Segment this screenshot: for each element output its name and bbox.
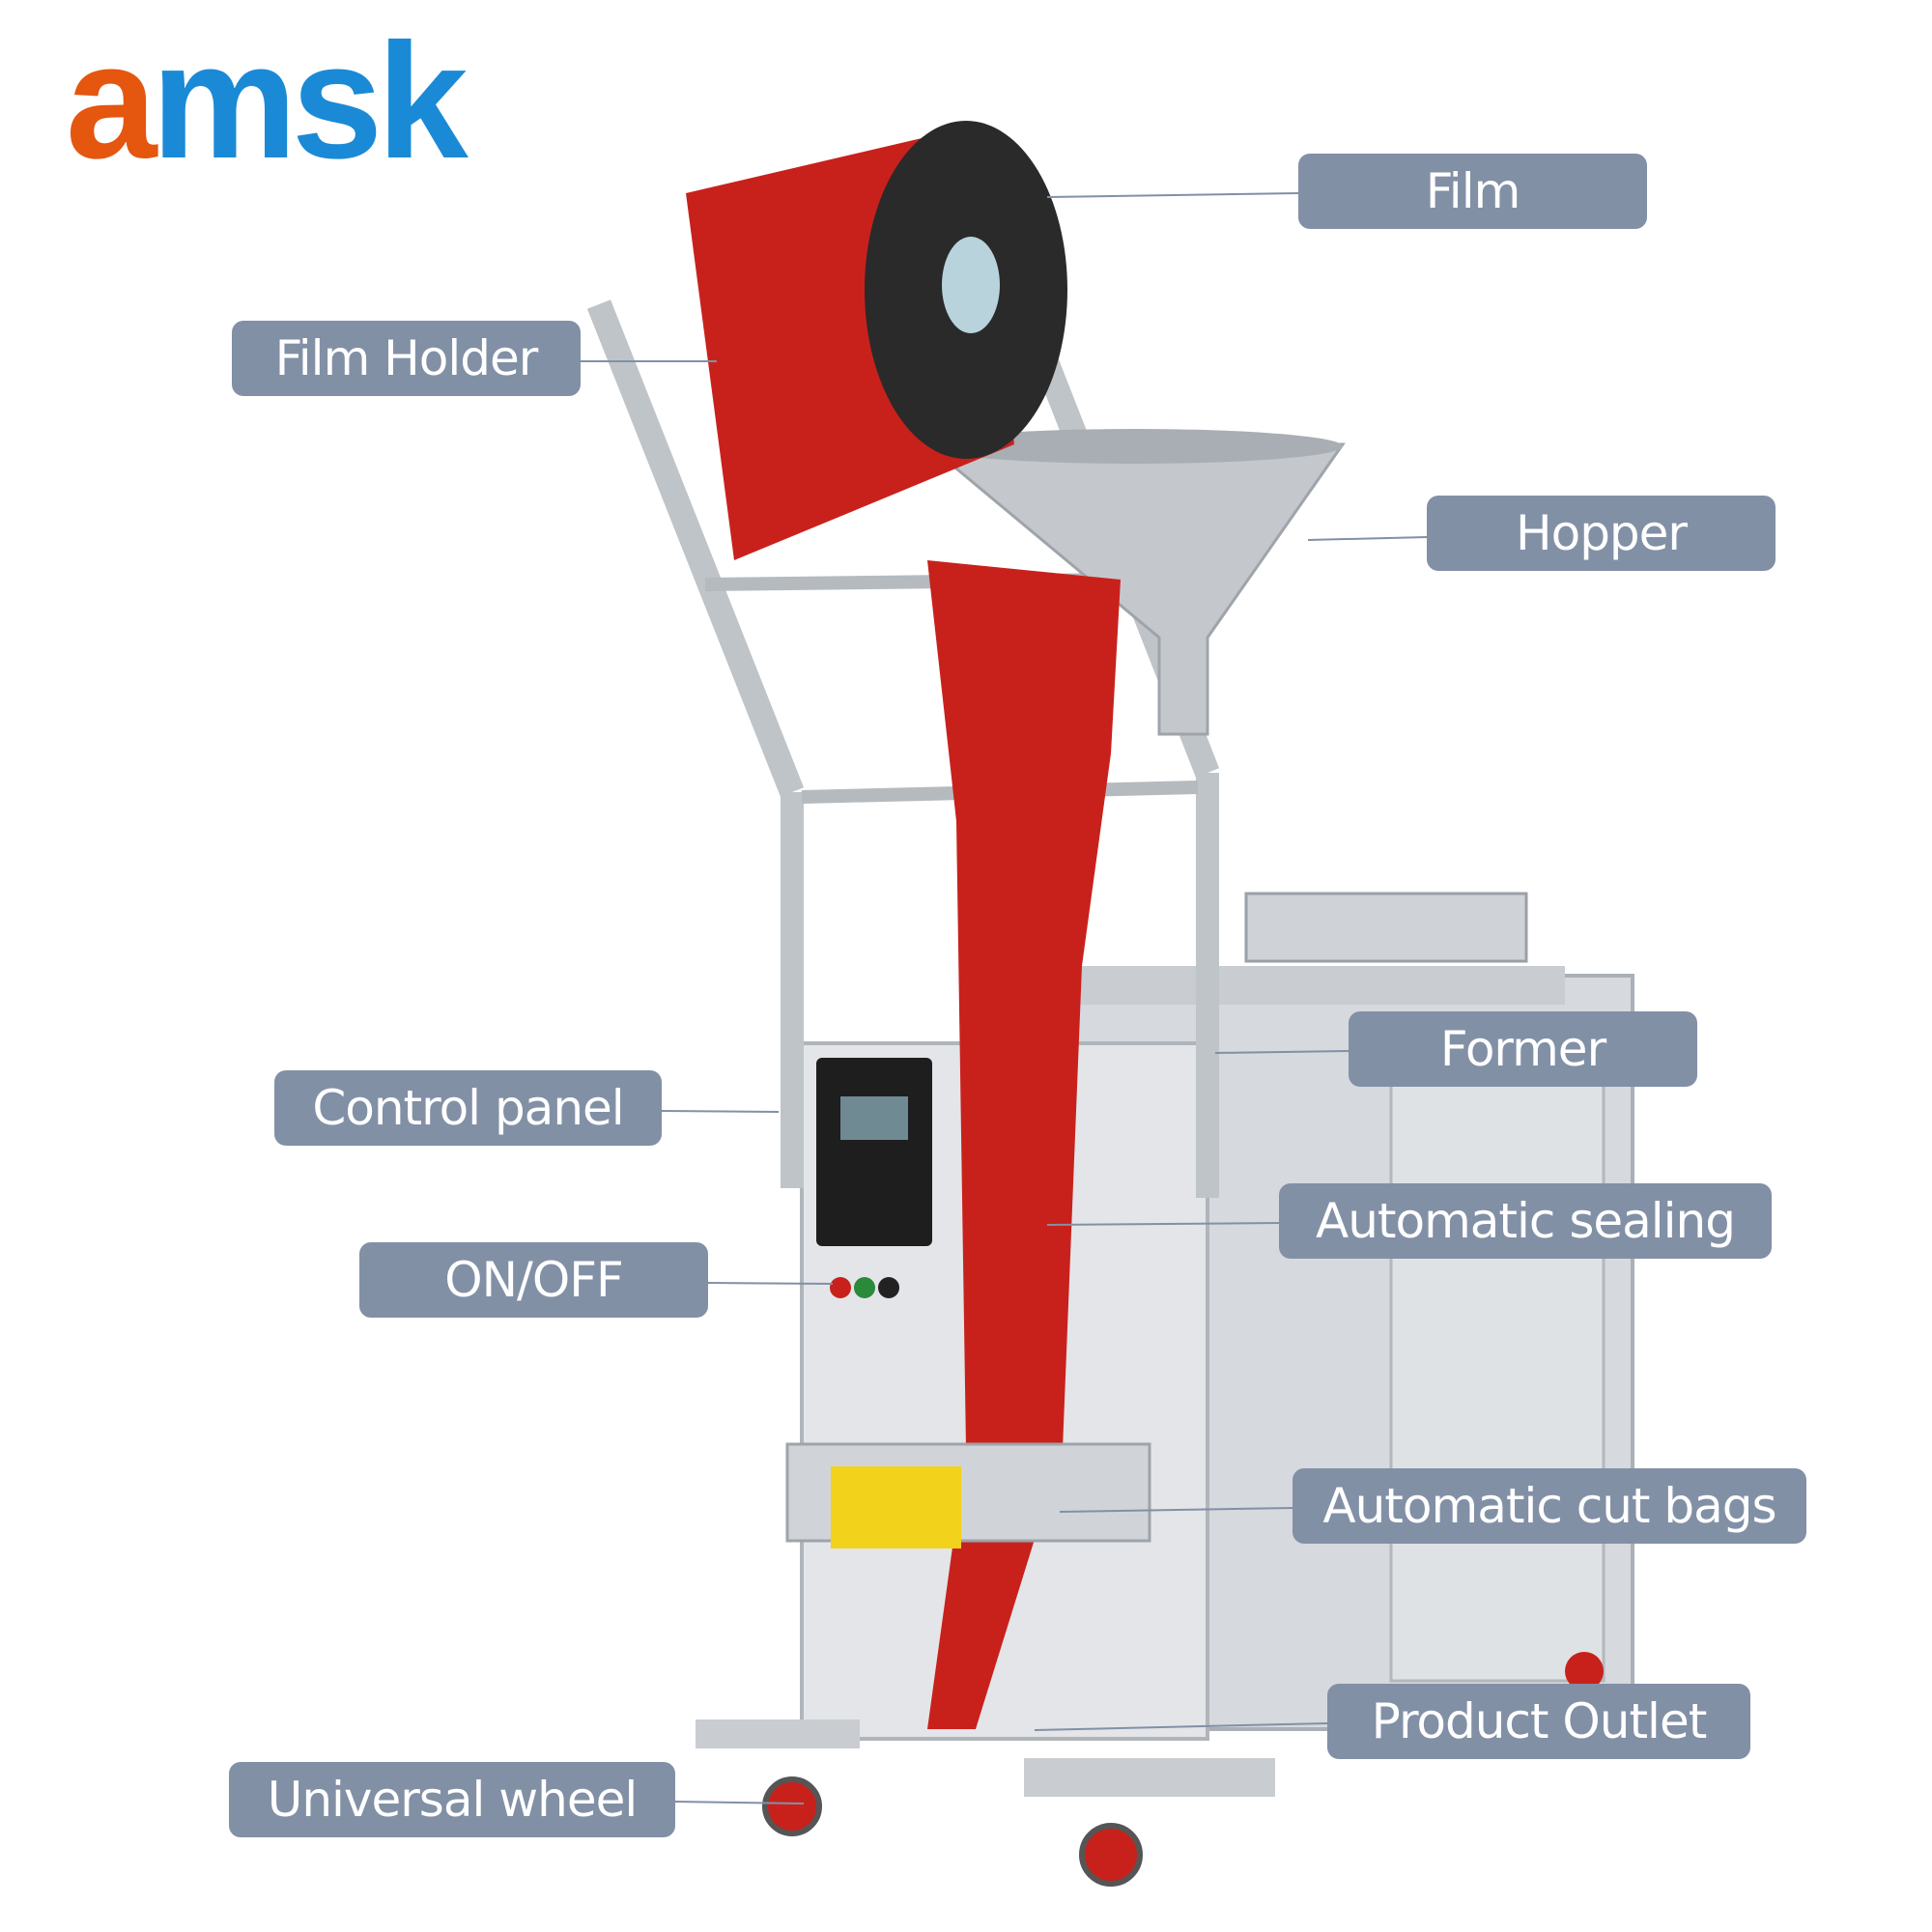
logo-a: a: [66, 10, 157, 193]
dosing-pump: [1244, 892, 1528, 963]
label-universal-wheel: Universal wheel: [229, 1762, 675, 1837]
amsk-logo: amsk: [66, 19, 469, 184]
label-film: Film: [1298, 154, 1647, 229]
wheel-left: [762, 1776, 822, 1836]
film-web: [927, 560, 1121, 1729]
label-hopper: Hopper: [1427, 496, 1776, 571]
logo-msk: msk: [151, 10, 469, 193]
cabinet-door: [1389, 1080, 1605, 1683]
control-panel-device: [816, 1058, 932, 1246]
label-film-holder: Film Holder: [232, 321, 581, 396]
label-automatic-sealing: Automatic sealing: [1279, 1183, 1772, 1259]
on-off-buttons: [830, 1277, 851, 1298]
label-product-outlet: Product Outlet: [1327, 1684, 1750, 1759]
base-left: [696, 1719, 860, 1748]
label-former: Former: [1349, 1011, 1697, 1087]
label-control-panel: Control panel: [274, 1070, 662, 1146]
base-right: [1024, 1758, 1275, 1797]
leader-lines: [581, 192, 1428, 1804]
hopper: [923, 442, 1346, 736]
label-on-off: ON/OFF: [359, 1242, 708, 1318]
top-deck: [1043, 966, 1565, 1005]
label-automatic-cut-bags: Automatic cut bags: [1293, 1468, 1806, 1544]
warning-label: [831, 1466, 961, 1548]
frame-left: [586, 299, 805, 797]
wheel-right: [1565, 1652, 1604, 1690]
wheel-front: [1079, 1823, 1143, 1887]
